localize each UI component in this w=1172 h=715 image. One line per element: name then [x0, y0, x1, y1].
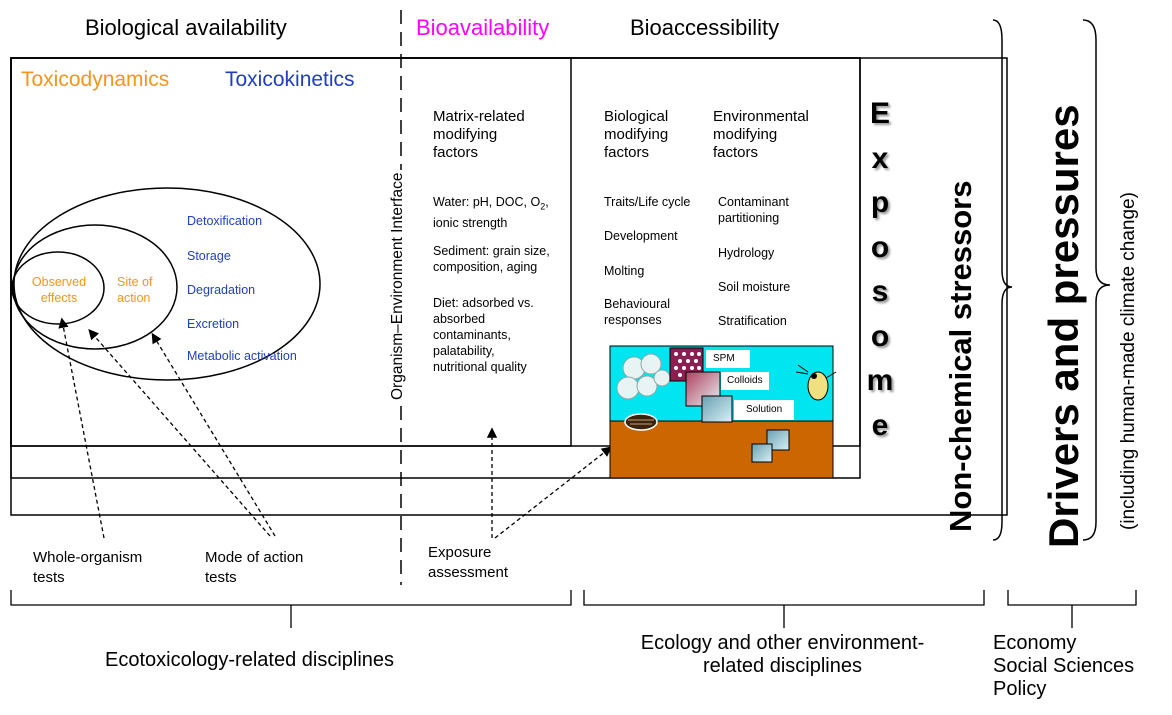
- inner-ellipse: [11, 251, 105, 325]
- colloids-label-box: [721, 372, 769, 390]
- daphnia-icon: [807, 371, 829, 401]
- arrow-mode-action-1: [88, 329, 271, 537]
- biological-item-development: Development: [604, 229, 678, 243]
- environment-scene: [609, 345, 837, 479]
- economy-bracket: [1007, 590, 1137, 628]
- ellipse-process-degradation: Degradation: [187, 283, 256, 297]
- sediment-layer: [609, 420, 834, 479]
- environmental-item-hydrology: Hydrology: [718, 246, 775, 260]
- solution-label-box: [734, 400, 794, 420]
- biological-item-molting: Molting: [604, 264, 645, 278]
- arrow-mode-action-2: [151, 332, 276, 537]
- middle-ellipse: [12, 224, 178, 350]
- outer-ellipse: [13, 187, 321, 381]
- sediment-particle-icon-2: [751, 443, 773, 463]
- ellipse-process-storage: Storage: [187, 249, 231, 263]
- environmental-item-stratification: Stratification: [718, 314, 787, 328]
- scene-label-spm: SPM: [713, 353, 735, 364]
- algae-icon: [616, 353, 671, 400]
- label-toxicokinetics: Toxicokinetics: [225, 68, 355, 91]
- environmental-item-soil-moisture: Soil moisture: [718, 280, 791, 294]
- label-toxicodynamics: Toxicodynamics: [21, 68, 170, 91]
- ecology-bracket: [583, 590, 985, 628]
- matrix-sediment: Sediment: grain size,composition, aging: [433, 244, 550, 274]
- arrow-exposure-scene: [494, 446, 613, 539]
- ellipse-process-detoxification: Detoxification: [187, 214, 263, 228]
- scene-label-colloids: Colloids: [727, 375, 763, 386]
- ecotox-bracket: [10, 590, 572, 628]
- label-non-chemical-stressors: Non-chemical stressors: [943, 180, 978, 532]
- matrix-water: Water: pH, DOC, O2, ionic strength: [433, 195, 549, 230]
- label-organism-environment-interface: Organism–Environment Interface: [389, 169, 407, 403]
- label-ecotox-disciplines: Ecotoxicology-related disciplines: [105, 649, 395, 671]
- label-drivers-subtitle: (including human-made climate change): [1118, 192, 1139, 530]
- label-ecology-disciplines: Ecology and other environment-related di…: [640, 632, 925, 677]
- ellipse-process-metabolic-activation: Metabolic activation: [187, 349, 297, 363]
- spm-label-box: [706, 350, 750, 368]
- arrow-whole-organism: [58, 317, 105, 539]
- label-drivers-and-pressures: Drivers and pressures: [1040, 104, 1087, 548]
- scene-label-solution: Solution: [746, 404, 783, 415]
- header-biological-availability: Biological availability: [85, 15, 287, 40]
- ellipse-process-excretion: Excretion: [187, 317, 240, 331]
- header-bioavailability: Bioavailability: [416, 15, 550, 40]
- solution-particle-icon: [701, 395, 733, 423]
- bioavail-frame-box: [10, 57, 572, 447]
- mussel-icon: [624, 413, 658, 431]
- non-chemical-brace: [992, 19, 1013, 541]
- header-bioaccessibility: Bioaccessibility: [630, 15, 780, 40]
- biological-item-traits: Traits/Life cycle: [604, 195, 691, 209]
- drivers-brace: [1082, 19, 1111, 541]
